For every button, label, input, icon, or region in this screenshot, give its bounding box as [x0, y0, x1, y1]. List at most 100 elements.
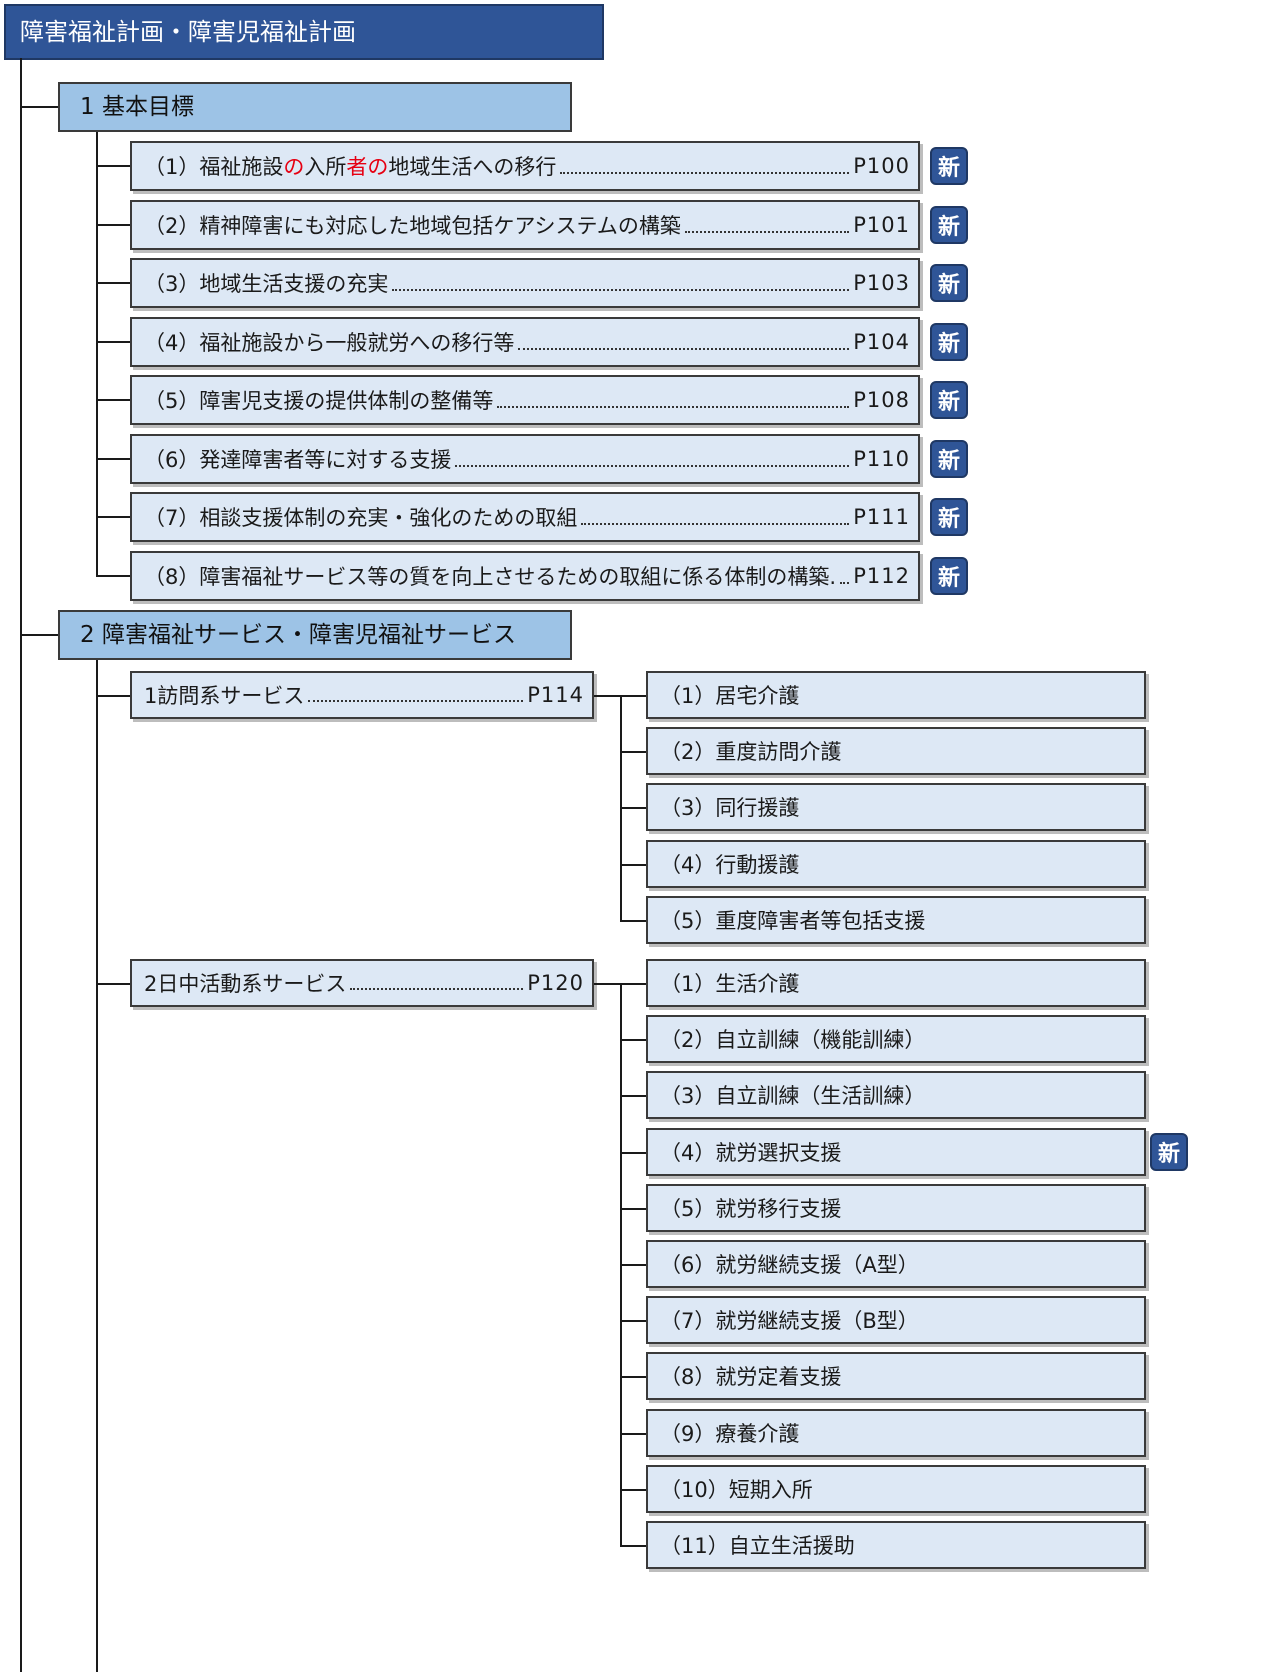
- page-reference: P101: [853, 213, 910, 237]
- connector-group-to-list: [594, 983, 622, 985]
- connector-section-1: [20, 106, 58, 108]
- trunk-line-section-2: [96, 660, 98, 1672]
- service-item: （7）就労継続支援（B型）: [646, 1296, 1146, 1344]
- service-group-label: 2日中活動系サービス: [144, 972, 347, 996]
- service-item-label: （1）生活介護: [660, 972, 800, 996]
- highlighted-text: 者の: [346, 155, 389, 179]
- goal-item-text: 障害児支援の提供体制の整備等: [199, 389, 494, 413]
- service-item-label: （3）同行援護: [660, 796, 800, 820]
- trunk-line-main: [20, 58, 22, 1672]
- goal-item: （8）障害福祉サービス等の質を向上させるための取組に係る体制の構築. P112: [130, 551, 920, 601]
- connector-goal-item: [96, 282, 130, 284]
- section-1-title: 1 基本目標: [58, 82, 572, 132]
- service-item: （10）短期入所: [646, 1465, 1146, 1513]
- leader-dots: [350, 988, 524, 990]
- new-badge: 新: [1150, 1133, 1188, 1171]
- page-reference: P111: [853, 505, 910, 529]
- goal-item-label: （6）発達障害者等に対する支援: [144, 444, 451, 474]
- goal-item-number: （1）: [144, 155, 200, 179]
- service-item: （9）療養介護: [646, 1409, 1146, 1457]
- new-badge: 新: [930, 147, 968, 185]
- service-item-label: （2）重度訪問介護: [660, 740, 842, 764]
- connector-service-item: [620, 1152, 646, 1154]
- service-item-label: （5）重度障害者等包括支援: [660, 909, 926, 933]
- connector-goal-item: [96, 341, 130, 343]
- connector-service-item: [620, 864, 646, 866]
- goal-item-label: （7）相談支援体制の充実・強化のための取組: [144, 502, 577, 532]
- service-item-label: （4）行動援護: [660, 853, 800, 877]
- leader-dots: [684, 231, 850, 233]
- service-item: （2）自立訓練（機能訓練）: [646, 1015, 1146, 1063]
- leader-dots: [581, 523, 850, 525]
- goal-item-text: 精神障害にも対応した地域包括ケアシステムの構築: [199, 214, 681, 238]
- goal-item-label: （8）障害福祉サービス等の質を向上させるための取組に係る体制の構築.: [144, 561, 836, 591]
- goal-item-number: （6）: [144, 448, 200, 472]
- connector-service-item: [620, 1545, 646, 1547]
- service-item: （1）生活介護: [646, 959, 1146, 1007]
- connector-service-item: [620, 1208, 646, 1210]
- service-item-label: （5）就労移行支援: [660, 1197, 842, 1221]
- goal-item-text: 地域生活支援の充実: [199, 272, 389, 296]
- page-reference: P108: [853, 388, 910, 412]
- new-badge: 新: [930, 557, 968, 595]
- goal-item-text: 相談支援体制の充実・強化のための取組: [199, 506, 578, 530]
- service-item-label: （6）就労継続支援（A型）: [660, 1253, 919, 1277]
- connector-goal-item: [96, 224, 130, 226]
- leader-dots: [392, 289, 850, 291]
- goal-item-text: 障害福祉サービス等の質を向上させるための取組に係る体制の構築.: [199, 565, 837, 589]
- goal-item-number: （4）: [144, 331, 200, 355]
- highlighted-text: の: [283, 155, 305, 179]
- new-badge: 新: [930, 381, 968, 419]
- service-group-label: 1訪問系サービス: [144, 684, 305, 708]
- service-item-label: （10）短期入所: [660, 1478, 813, 1502]
- service-item-label: （3）自立訓練（生活訓練）: [660, 1084, 926, 1108]
- goal-item-text: 地域生活への移行: [388, 155, 557, 179]
- service-item: （4）行動援護: [646, 840, 1146, 888]
- new-badge: 新: [930, 498, 968, 536]
- leader-dots: [840, 582, 850, 584]
- goal-item-label: （5）障害児支援の提供体制の整備等: [144, 385, 493, 415]
- connector-service-item: [620, 1433, 646, 1435]
- goal-item-text: 福祉施設: [199, 155, 284, 179]
- connector-service-item: [620, 695, 646, 697]
- new-badge: 新: [930, 264, 968, 302]
- connector-service-item: [620, 1039, 646, 1041]
- service-item: （5）就労移行支援: [646, 1184, 1146, 1232]
- service-item-label: （7）就労継続支援（B型）: [660, 1309, 919, 1333]
- goal-item-number: （8）: [144, 565, 200, 589]
- service-item-label: （4）就労選択支援: [660, 1141, 842, 1165]
- service-item: （5）重度障害者等包括支援: [646, 896, 1146, 944]
- page-title: 障害福祉計画・障害児福祉計画: [4, 4, 604, 60]
- service-item-label: （8）就労定着支援: [660, 1365, 842, 1389]
- goal-item-label: （3）地域生活支援の充実: [144, 268, 388, 298]
- goal-item-label: （1）福祉施設の入所者の地域生活への移行: [144, 151, 556, 181]
- service-item: （6）就労継続支援（A型）: [646, 1240, 1146, 1288]
- page-reference: P100: [853, 154, 910, 178]
- connector-service-item: [620, 1489, 646, 1491]
- new-badge: 新: [930, 323, 968, 361]
- page-reference: P112: [853, 564, 910, 588]
- new-badge: 新: [930, 440, 968, 478]
- goal-item: （5）障害児支援の提供体制の整備等 P108: [130, 375, 920, 425]
- connector-service-group: [96, 983, 130, 985]
- connector-service-item: [620, 1320, 646, 1322]
- goal-item-text: 福祉施設から一般就労への移行等: [199, 331, 515, 355]
- service-item: （1）居宅介護: [646, 671, 1146, 719]
- service-item: （3）同行援護: [646, 783, 1146, 831]
- service-item-label: （1）居宅介護: [660, 684, 800, 708]
- page-reference: P110: [853, 447, 910, 471]
- goal-item: （6）発達障害者等に対する支援 P110: [130, 434, 920, 484]
- connector-service-item: [620, 1376, 646, 1378]
- connector-service-item: [620, 983, 646, 985]
- connector-goal-item: [96, 575, 130, 577]
- section-2-title: 2 障害福祉サービス・障害児福祉サービス: [58, 610, 572, 660]
- connector-goal-item: [96, 399, 130, 401]
- goal-item-label: （4）福祉施設から一般就労への移行等: [144, 327, 514, 357]
- leader-dots: [308, 700, 524, 702]
- connector-goal-item: [96, 516, 130, 518]
- leader-dots: [518, 348, 850, 350]
